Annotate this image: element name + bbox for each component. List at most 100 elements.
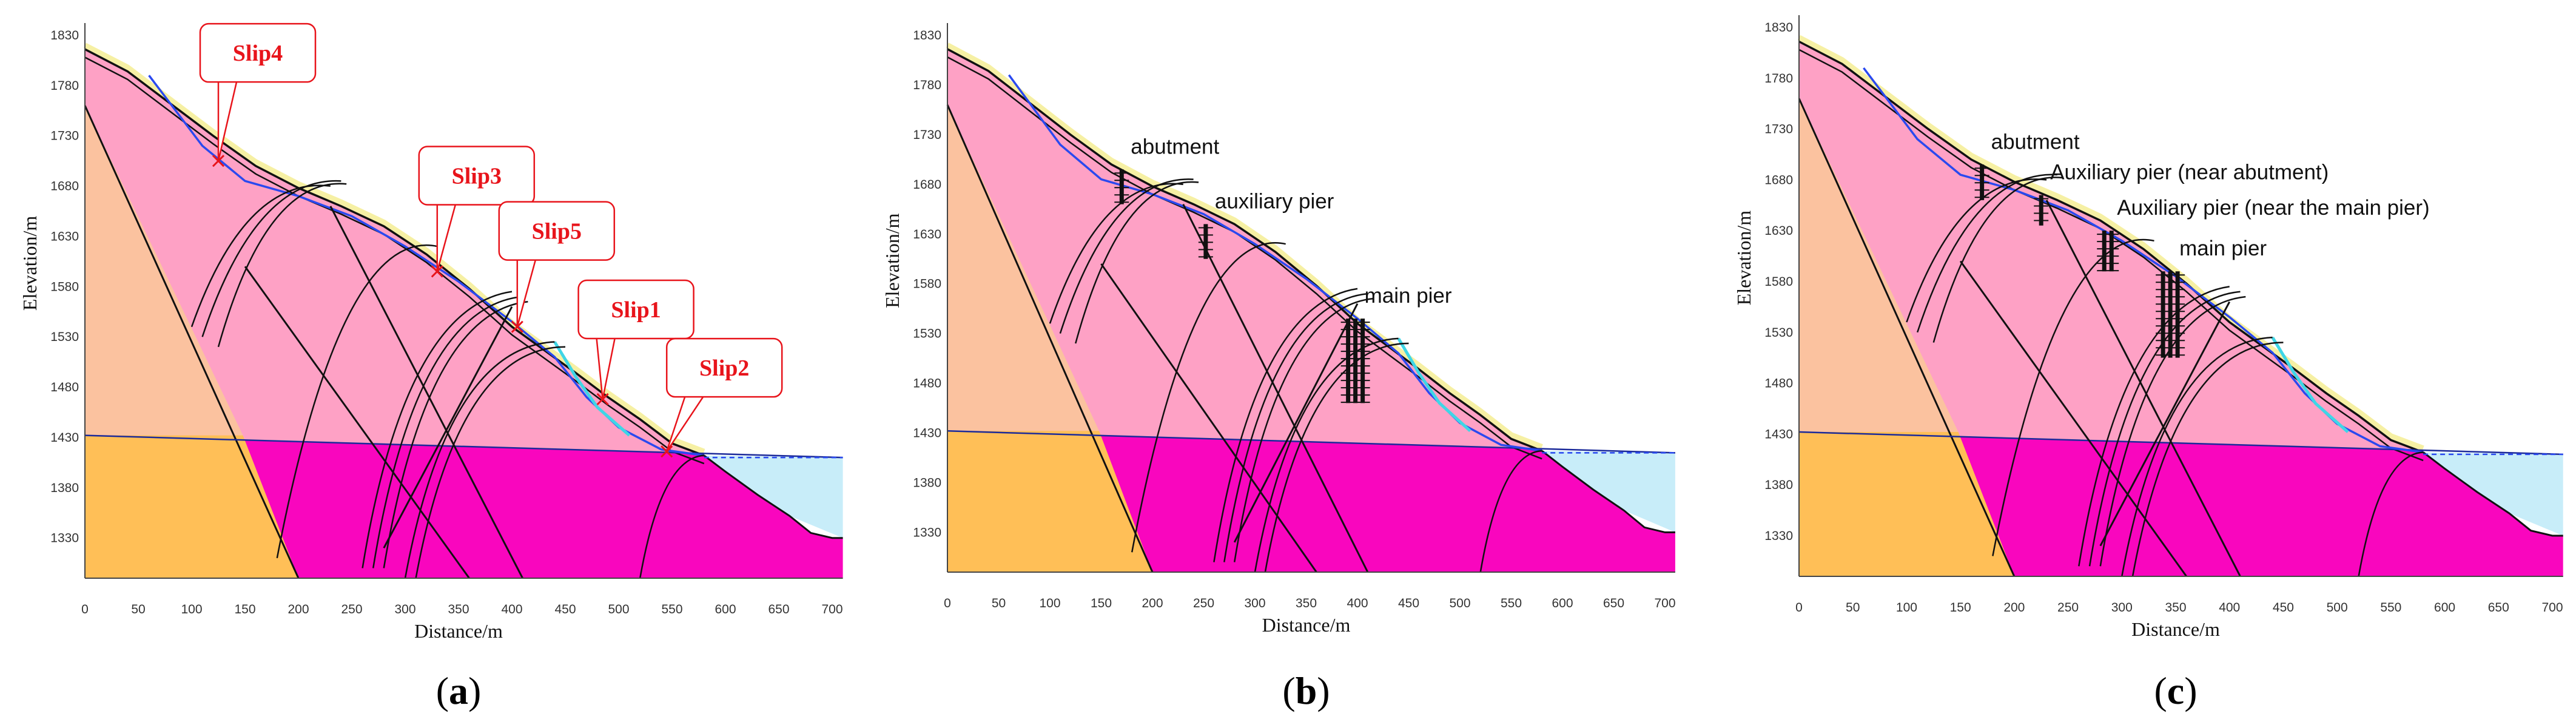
joint-line [2121,336,2273,577]
x-tick-label: 350 [2165,601,2186,615]
x-axis-title: Distance/m [414,620,503,642]
y-tick-label: 1730 [1764,123,1793,137]
bedrock-contact-line [84,105,300,579]
y-tick-label: 1830 [1764,21,1793,35]
slip-point-marker [661,445,673,458]
fault-line [1233,303,1359,543]
surface-deposit-band [83,42,705,454]
x-tick-label: 50 [131,602,145,616]
callout-pointer [516,260,537,327]
left-bedrock-lower [947,431,1152,572]
y-tick-label: 1730 [913,128,941,142]
x-tick-label: 0 [81,602,89,616]
x-tick-label: 100 [1896,601,1917,615]
x-tick-label: 600 [715,602,736,616]
joint-line [2358,451,2424,577]
x-tick-label: 650 [1603,596,1624,610]
slip-callout-box [199,22,317,83]
y-tick-label: 1330 [50,531,79,545]
slip-callout-box [418,146,536,206]
y-tick-label: 1530 [913,327,941,341]
y-tick-label: 1830 [50,29,79,42]
y-tick-label: 1680 [1764,173,1793,187]
y-tick-label: 1380 [1764,478,1793,492]
x-tick-label: 500 [2327,601,2348,615]
shallow-slip-line [553,341,631,437]
x-tick-label: 550 [2380,601,2401,615]
ground-surface-line [84,48,705,457]
panel-label: (c) [2154,669,2197,712]
y-tick-label: 1480 [50,380,79,394]
river-water-area [704,455,843,538]
slip-point-marker [431,265,443,278]
structure-label: Auxiliary pier (near the main pier) [2117,196,2429,220]
x-tick-label: 650 [768,602,789,616]
fault-line [1100,263,1317,573]
structure-label: auxiliary pier [1215,189,1334,213]
joint-line [2099,295,2246,567]
y-tick-label: 1530 [50,330,79,344]
x-tick-label: 550 [1501,596,1522,610]
slip-point-marker [511,320,523,333]
x-tick-label: 600 [2434,601,2455,615]
slip-point-marker [212,155,225,167]
x-tick-label: 100 [1039,596,1060,610]
x-tick-label: 50 [1846,601,1860,615]
surface-deposit-band [1797,35,2424,451]
y-tick-label: 1580 [1764,275,1793,289]
bedrock-contact-line [1798,98,2016,577]
x-tick-label: 50 [992,596,1006,610]
fault-line [383,306,513,548]
shallow-slip-line [2271,336,2349,433]
river-water-area [1542,451,1675,533]
y-tick-label: 1630 [50,229,79,243]
y-tick-label: 1580 [50,280,79,294]
callout-pointer [436,204,457,272]
bedrock-contact-line [946,104,1154,573]
y-tick-label: 1780 [50,79,79,93]
joint-line [383,300,528,568]
x-tick-label: 250 [2057,601,2079,615]
fault-line [329,206,523,579]
x-tick-label: 500 [1449,596,1470,610]
x-axis-title: Distance/m [1262,614,1351,636]
x-tick-label: 450 [1398,596,1419,610]
slip-label: Slip2 [699,356,749,381]
joint-line [415,346,566,579]
structure-label: main pier [2179,237,2267,260]
x-tick-label: 550 [661,602,682,616]
x-tick-label: 150 [1091,596,1112,610]
y-tick-label: 1330 [1764,529,1793,543]
left-bedrock-upper [85,106,243,436]
slip-label: Slip4 [233,41,283,66]
joint-line [1059,178,1194,334]
joint-line [1992,238,2154,556]
surface-deposit-base-line [1798,49,2424,462]
joint-line [1264,342,1409,573]
joint-line [1932,177,2063,343]
joint-line [217,183,347,348]
y-tick-label: 1680 [50,180,79,194]
x-tick-label: 300 [2111,601,2133,615]
y-tick-label: 1630 [1764,224,1793,238]
joint-line [1479,450,1542,573]
stratum-boundary-line [1798,431,2563,456]
x-tick-label: 700 [2541,601,2563,615]
x-tick-label: 400 [1347,596,1368,610]
left-bedrock-upper [1799,98,1959,433]
left-bedrock-lower [85,435,298,578]
y-tick-label: 1480 [913,377,941,391]
x-tick-label: 650 [2488,601,2509,615]
x-tick-label: 300 [1244,596,1265,610]
slip-point-marker [596,393,609,406]
x-tick-label: 450 [554,602,576,616]
surface-deposit-band [946,42,1543,450]
structure-label: abutment [1991,130,2080,153]
x-tick-label: 250 [1193,596,1214,610]
joint-line [1075,181,1199,344]
x-tick-label: 150 [234,602,255,616]
slip-label: Slip3 [452,163,502,189]
